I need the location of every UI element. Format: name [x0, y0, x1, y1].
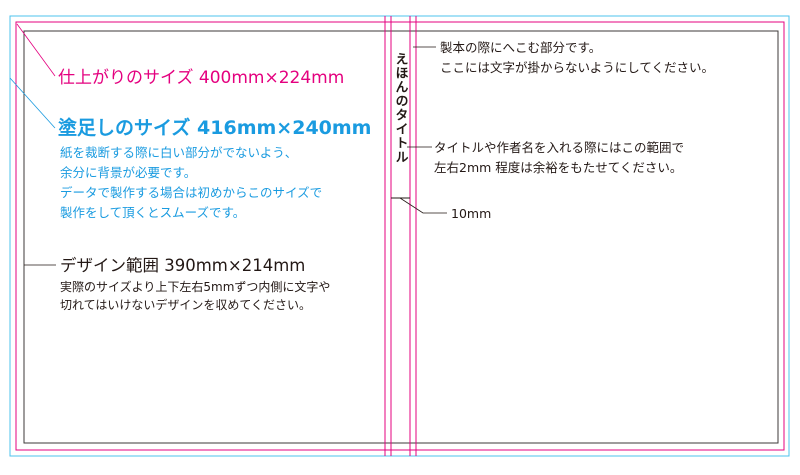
design-area-label: デザイン範囲 390mm×214mm	[60, 255, 305, 275]
trim-size-label: 仕上がりのサイズ 400mm×224mm	[58, 68, 344, 88]
bleed-size-label: 塗足しのサイズ 416mm×240mm	[58, 116, 371, 139]
bleed-note-line: 余分に背景が必要です。	[60, 165, 196, 180]
bleed-boundary	[9, 15, 790, 457]
bleed-note-line: 製作をして頂くとスムーズです。	[60, 205, 245, 220]
bleed-leader-line	[9, 77, 56, 129]
title-area-note-line: 左右2mm 程度は余裕をもたせてください。	[434, 160, 682, 175]
trim-boundary	[15, 21, 785, 451]
spine-width-label: 10mm	[451, 206, 491, 221]
title-area-note-line: タイトルや作者名を入れる際にはこの範囲で	[434, 140, 684, 155]
hinge-note-line: 製本の際にへこむ部分です。	[440, 40, 601, 55]
spine-width-leader-line	[399, 197, 447, 214]
trim-leader-line	[16, 23, 56, 77]
bleed-note-line: データで製作する場合は初めからこのサイズで	[60, 185, 322, 200]
design-note-line: 切れてはいけないデザインを収めてください。	[60, 297, 311, 312]
hinge-note-line: ここには文字が掛からないようにしてください。	[440, 60, 714, 75]
bleed-note-line: 紙を裁断する際に白い部分がでないよう、	[60, 145, 297, 160]
design-note-line: 実際のサイズより上下左右5mmずつ内側に文字や	[60, 279, 330, 294]
design-boundary	[23, 30, 779, 444]
spine-title: えほんのタイトル	[393, 52, 409, 164]
